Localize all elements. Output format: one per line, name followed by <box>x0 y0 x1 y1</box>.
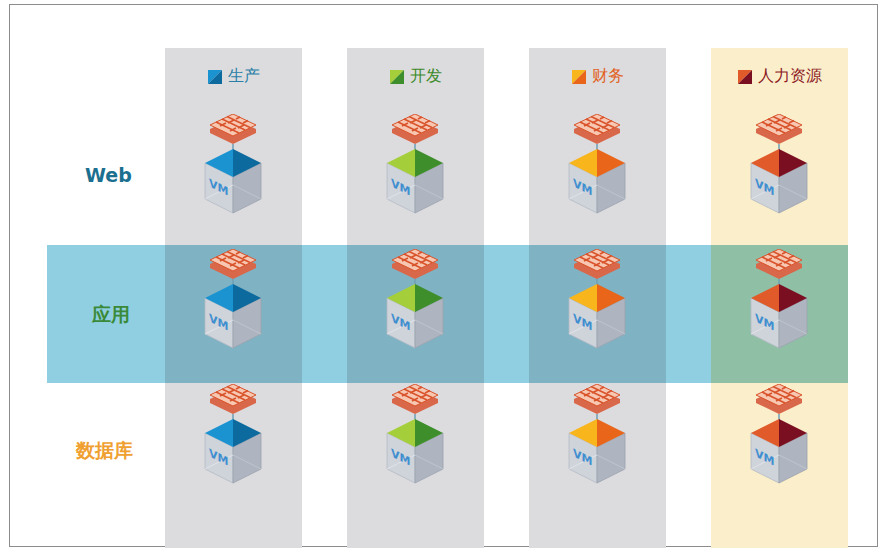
column-header: 生产 <box>165 66 302 87</box>
color-swatch <box>738 70 752 84</box>
vm-cube: VM <box>749 148 809 214</box>
column-band: 人力资源 VM VM VM <box>711 48 848 548</box>
color-swatch <box>208 70 222 84</box>
column-title: 生产 <box>228 66 260 87</box>
vm-cube: VM <box>567 418 627 484</box>
vm-cube: VM <box>385 148 445 214</box>
vm-cube: VM <box>385 283 445 349</box>
vm-cube: VM <box>749 283 809 349</box>
vm-cube: VM <box>749 418 809 484</box>
column-title: 财务 <box>592 66 624 87</box>
column-band: 开发 VM VM VM <box>347 48 484 548</box>
column-header: 财务 <box>529 66 666 87</box>
vm-cube: VM <box>567 283 627 349</box>
column-header: 开发 <box>347 66 484 87</box>
column-title: 开发 <box>410 66 442 87</box>
column-band: 财务 VM VM VM <box>529 48 666 548</box>
color-swatch <box>390 70 404 84</box>
column-header: 人力资源 <box>711 66 848 87</box>
row-label: 应用 <box>92 302 130 328</box>
vm-cube: VM <box>203 148 263 214</box>
vm-cube: VM <box>567 148 627 214</box>
column-title: 人力资源 <box>758 66 822 87</box>
vm-cube: VM <box>385 418 445 484</box>
row-label: Web <box>85 164 132 186</box>
vm-cube: VM <box>203 418 263 484</box>
column-band: 生产 VM VM VM <box>165 48 302 548</box>
color-swatch <box>572 70 586 84</box>
vm-cube: VM <box>203 283 263 349</box>
row-label: 数据库 <box>76 438 133 464</box>
